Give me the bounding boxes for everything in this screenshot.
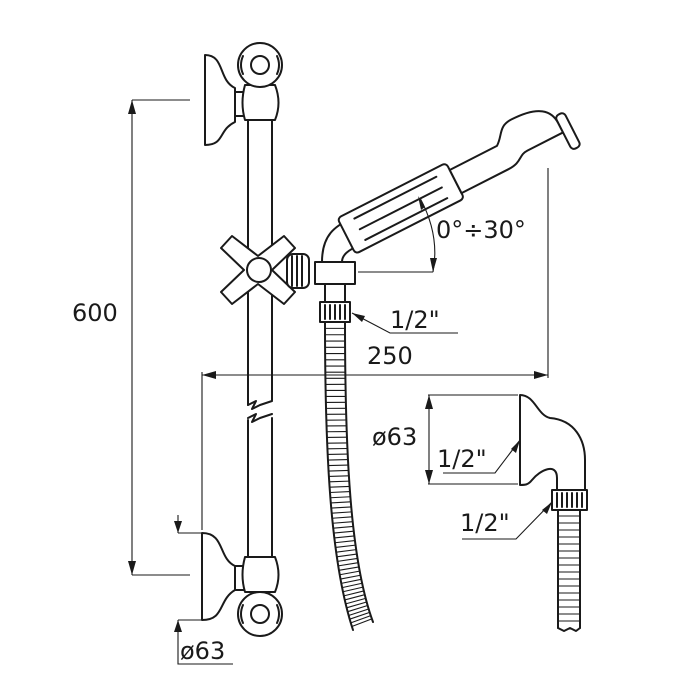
thread-detail-top-label: 1/2" xyxy=(437,445,487,473)
hose-rib xyxy=(346,601,367,609)
hose-rib xyxy=(330,496,351,499)
hose-rib xyxy=(328,464,349,467)
thread-callout-holder: 1/2" xyxy=(351,306,458,334)
plate-diameter-bottom-label: ø63 xyxy=(180,637,225,665)
hose-rib xyxy=(336,553,357,558)
handshower xyxy=(314,110,581,323)
hose-rib xyxy=(351,618,373,627)
hose-rib xyxy=(338,562,359,567)
slide-rail xyxy=(247,109,273,561)
dimension-plate-detail: ø63 xyxy=(372,394,518,485)
hose-rib xyxy=(341,578,362,584)
hose-rib xyxy=(342,586,364,593)
hose-rib xyxy=(334,535,355,539)
hose-rib xyxy=(331,506,352,509)
dimension-width: 250 xyxy=(201,168,549,530)
thread-detail-bottom-label: 1/2" xyxy=(460,509,510,537)
hose-rib xyxy=(328,475,349,478)
hose-rib xyxy=(348,608,369,616)
hose-rib xyxy=(332,516,353,519)
hose-rib xyxy=(329,485,350,488)
plate-diameter-detail-label: ø63 xyxy=(372,423,417,451)
dimension-height: 600 xyxy=(72,99,190,576)
hose-rib xyxy=(341,582,363,589)
hose-rib xyxy=(332,521,353,524)
bottom-wall-bracket xyxy=(201,532,283,637)
thread-callout-detail-top: 1/2" xyxy=(437,439,521,474)
top-wall-bracket xyxy=(204,42,283,146)
hose-rib xyxy=(350,615,371,624)
thread-holder-label: 1/2" xyxy=(390,306,440,334)
hose-rib xyxy=(329,480,350,483)
hose-rib xyxy=(333,525,354,529)
hose-rib xyxy=(333,530,354,534)
hose-rib xyxy=(347,604,368,613)
hose-rib xyxy=(343,590,364,597)
shower-hose xyxy=(324,321,374,631)
thread-callout-detail-bottom: 1/2" xyxy=(460,501,553,540)
dimension-plate-bottom: ø63 xyxy=(174,515,233,665)
height-label: 600 xyxy=(72,299,118,327)
hose-rib xyxy=(339,570,360,576)
width-label: 250 xyxy=(367,342,413,370)
hose-rib xyxy=(334,539,355,544)
hose-rib xyxy=(337,557,358,562)
wall-outlet-detail xyxy=(519,394,588,632)
hose-rib xyxy=(330,501,351,504)
hose-rib xyxy=(349,611,370,620)
dimension-angle: 0°÷30° xyxy=(358,196,526,273)
hose-rib xyxy=(335,544,356,549)
angle-label: 0°÷30° xyxy=(436,216,526,244)
hose-rib xyxy=(345,597,366,605)
hose-rib xyxy=(329,491,350,494)
slider-cross-knob xyxy=(220,235,310,305)
hose-rib xyxy=(336,549,357,553)
hose-rib xyxy=(340,574,361,580)
hose-rib xyxy=(331,511,352,514)
hose-rib xyxy=(328,469,349,472)
hose-rib xyxy=(338,566,360,571)
hose-rib xyxy=(344,594,365,601)
